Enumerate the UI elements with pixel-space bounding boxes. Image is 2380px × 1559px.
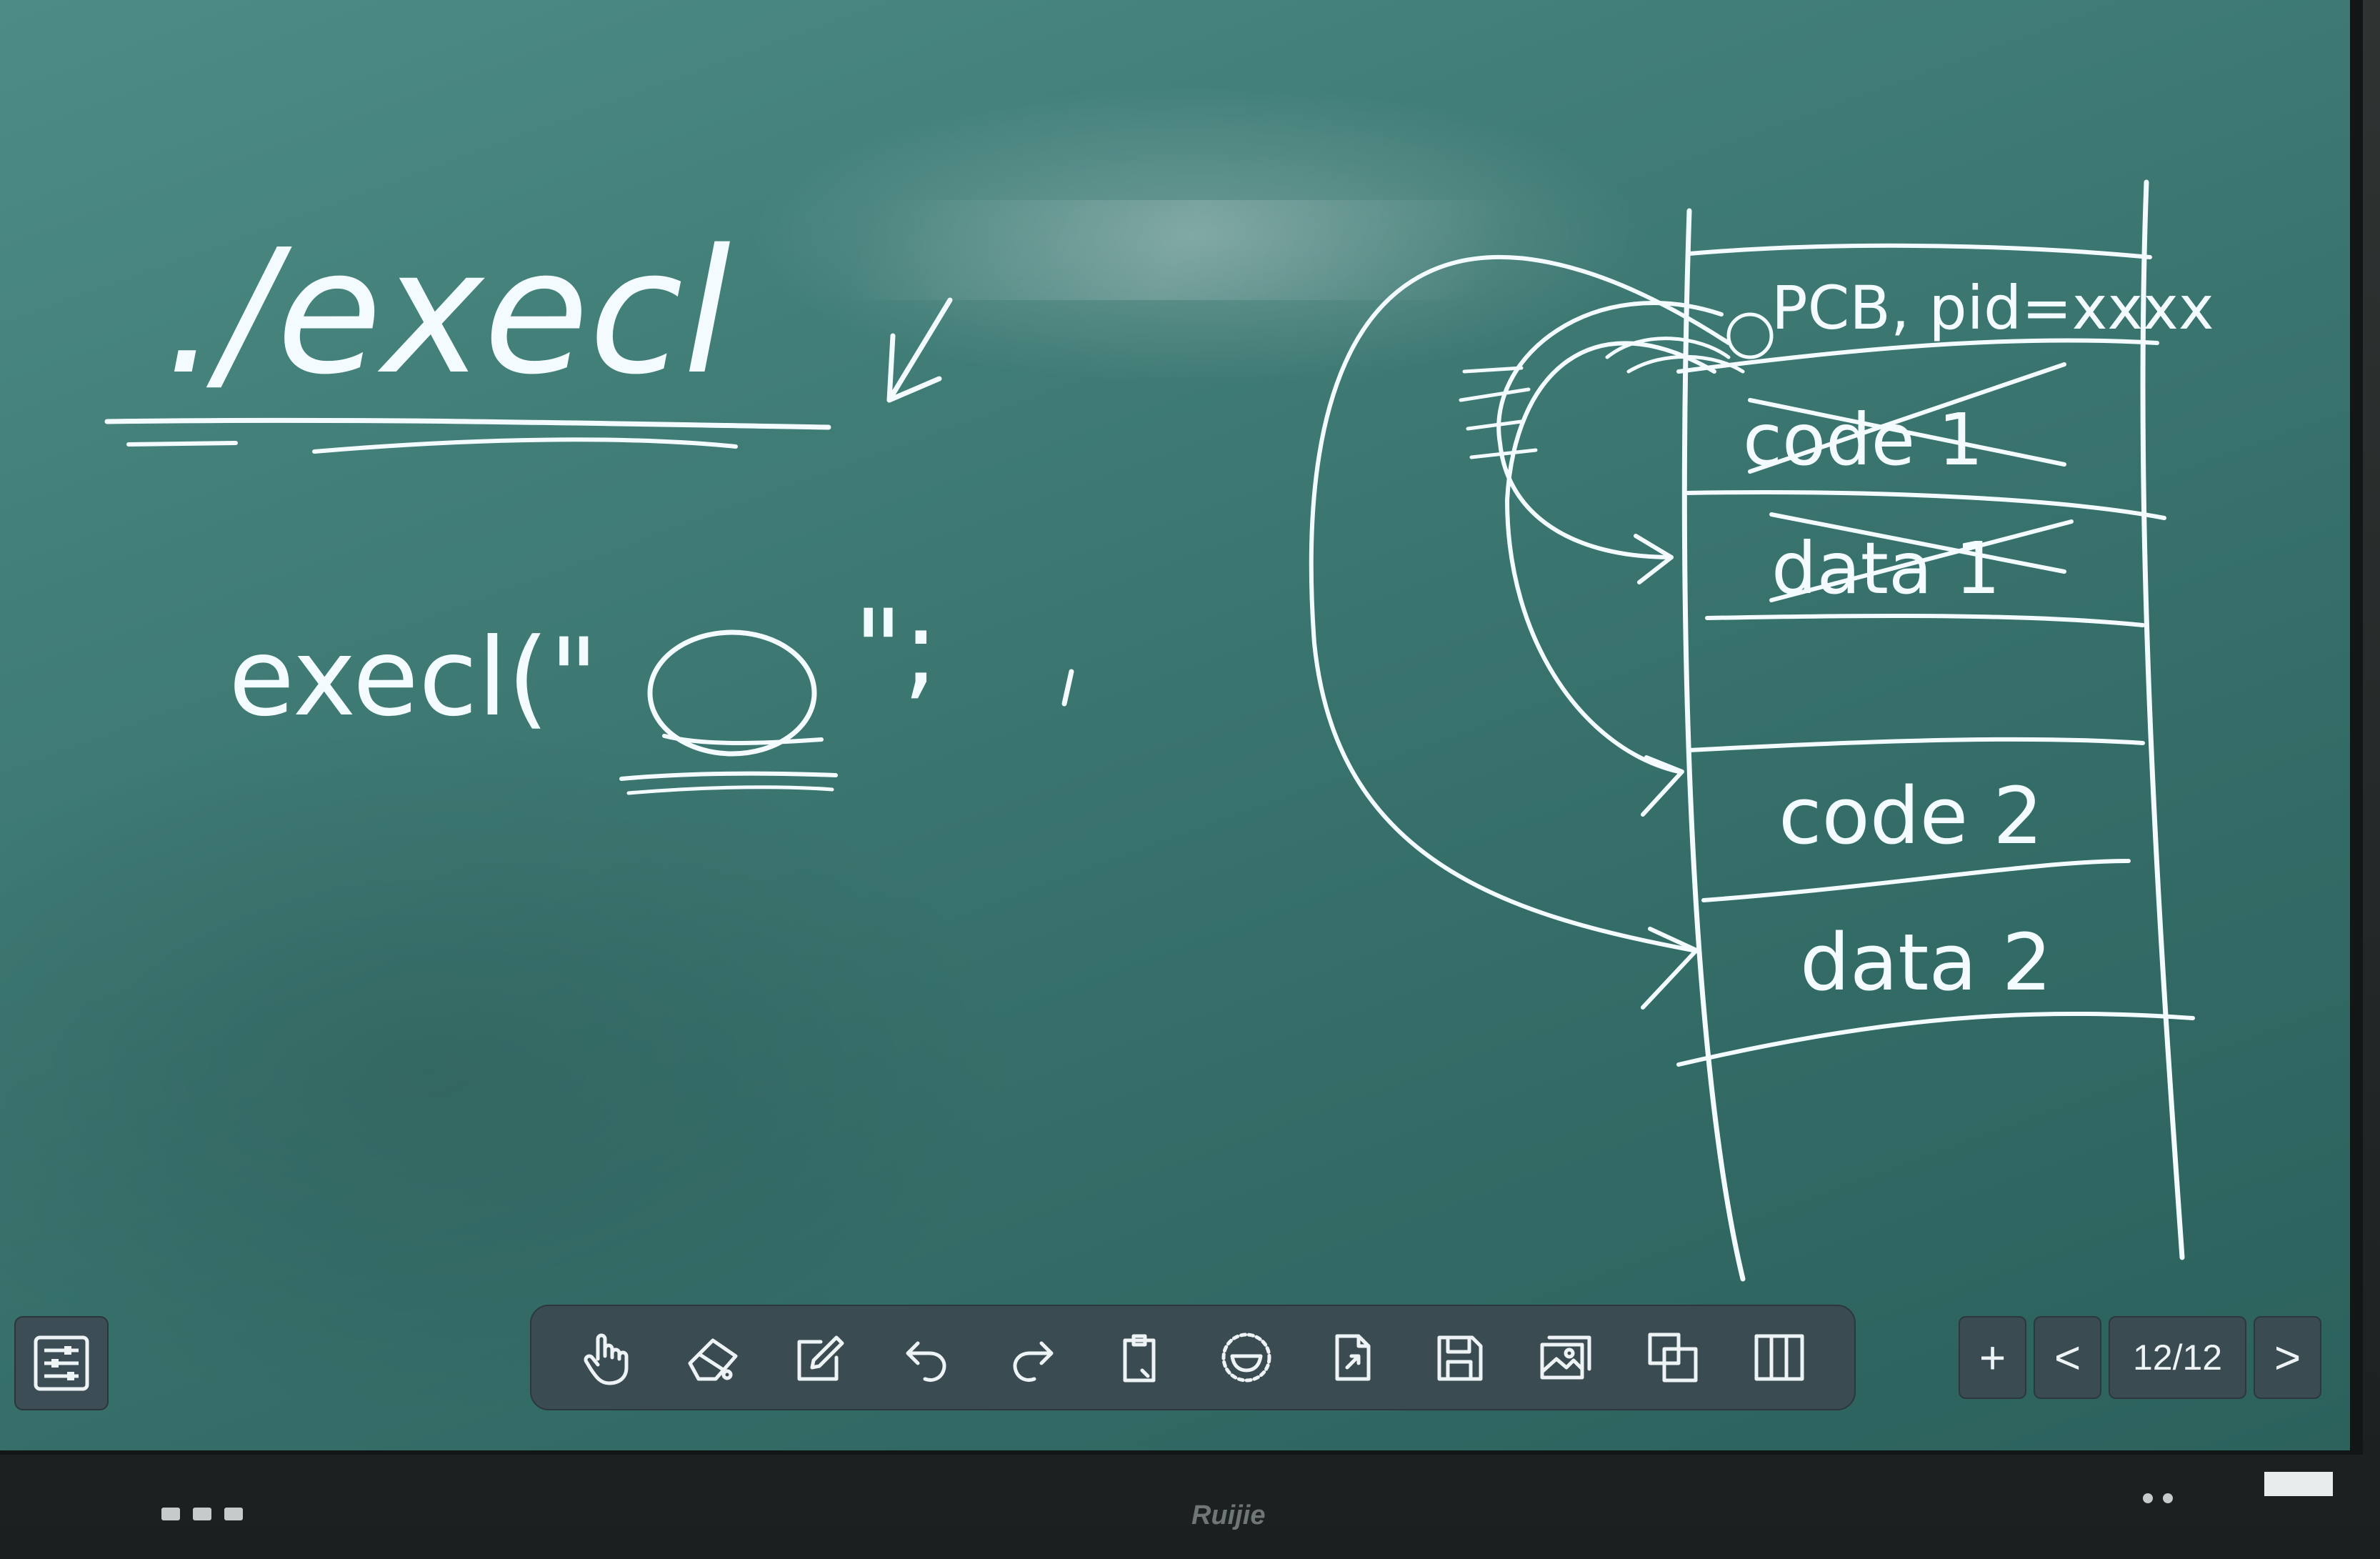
circled-argument [647, 629, 817, 757]
record-icon [1221, 1333, 1271, 1383]
row-line [1701, 859, 2131, 902]
scribble-marks [1459, 366, 1538, 459]
command-underline-3 [312, 437, 738, 454]
settings-button[interactable] [14, 1316, 109, 1410]
strike-data1 [1769, 512, 2074, 602]
layers-icon [1648, 1333, 1698, 1383]
record-tool-button[interactable] [1207, 1318, 1286, 1397]
columns-icon [1754, 1334, 1804, 1381]
argument-underline [619, 771, 838, 781]
row-line [1676, 338, 2159, 374]
arrow-head [1634, 534, 1674, 584]
prev-page-button[interactable]: < [2034, 1316, 2102, 1399]
call-tail-text: "; [854, 587, 939, 712]
export-tool-button[interactable] [1314, 1318, 1392, 1397]
block-data2: data 2 [1800, 917, 2052, 1008]
row-line [1687, 737, 2145, 752]
argument-scribble [662, 734, 824, 745]
memory-left-edge [1681, 208, 1746, 1282]
memory-right-edge [2140, 179, 2185, 1260]
layer-tool-button[interactable] [1634, 1318, 1712, 1397]
arrow-icon [886, 297, 953, 403]
bezel-button[interactable] [224, 1508, 243, 1520]
clipboard-tool-button[interactable] [1100, 1318, 1179, 1397]
undo-icon [906, 1341, 946, 1382]
hand-icon [584, 1333, 629, 1385]
row-line [1676, 1011, 2195, 1067]
command-underline [104, 417, 831, 430]
row-line [1705, 614, 2145, 627]
bezel-sticker [2264, 1472, 2333, 1496]
add-page-button[interactable]: + [1959, 1316, 2027, 1399]
pcb-label: PCB, pid=xxxx [1771, 273, 2214, 343]
arrow-to-data1 [1496, 301, 1724, 559]
pen-icon [797, 1335, 844, 1381]
clipboard-icon [1123, 1334, 1156, 1383]
brand-logo: Ruijie [1191, 1500, 1266, 1530]
arrow-to-data2 [1309, 255, 1731, 952]
image-tool-button[interactable] [1527, 1318, 1606, 1397]
indicator-light [2163, 1493, 2173, 1503]
whiteboard-canvas[interactable]: ./execl execl(" "; PCB, pid=xxxx code 1 … [0, 0, 2363, 1455]
argument-underline-2 [626, 785, 834, 795]
whiteboard-toolbar [530, 1305, 1856, 1410]
save-tool-button[interactable] [1420, 1318, 1499, 1397]
redo-icon [1013, 1341, 1054, 1382]
bezel-button[interactable] [193, 1508, 211, 1520]
arrow-head [1641, 927, 1699, 1010]
comma-mark [1061, 669, 1074, 707]
call-text: execl(" [229, 616, 599, 740]
export-icon [1335, 1334, 1371, 1381]
arrow-head [1641, 755, 1684, 817]
block-code2: code 2 [1779, 770, 2043, 862]
hand-tool-button[interactable] [567, 1318, 646, 1397]
settings-sliders-icon [34, 1335, 89, 1391]
handwriting-layer: ./execl execl(" "; PCB, pid=xxxx code 1 … [104, 179, 2214, 1282]
page-navigation: + < 12/12 > [1959, 1312, 2322, 1403]
undo-button[interactable] [887, 1318, 966, 1397]
scribble-marks [1605, 337, 1745, 374]
indicator-light [2143, 1493, 2153, 1503]
panel-tool-button[interactable] [1740, 1318, 1819, 1397]
scribble-circle [1726, 312, 1774, 359]
strike-code1 [1748, 362, 2066, 474]
row-line [1687, 243, 2152, 259]
eraser-icon [688, 1338, 738, 1381]
next-page-button[interactable]: > [2253, 1316, 2322, 1399]
command-underline-2 [126, 441, 238, 447]
arrow-to-code2 [1505, 341, 1716, 774]
bezel-button[interactable] [161, 1508, 180, 1520]
image-icon [1540, 1335, 1591, 1380]
eraser-tool-button[interactable] [674, 1318, 752, 1397]
pen-tool-button[interactable] [780, 1318, 859, 1397]
redo-button[interactable] [994, 1318, 1072, 1397]
command-text: ./execl [164, 212, 731, 412]
page-indicator: 12/12 [2109, 1316, 2246, 1399]
save-icon [1437, 1335, 1483, 1381]
row-line [1684, 490, 2166, 520]
